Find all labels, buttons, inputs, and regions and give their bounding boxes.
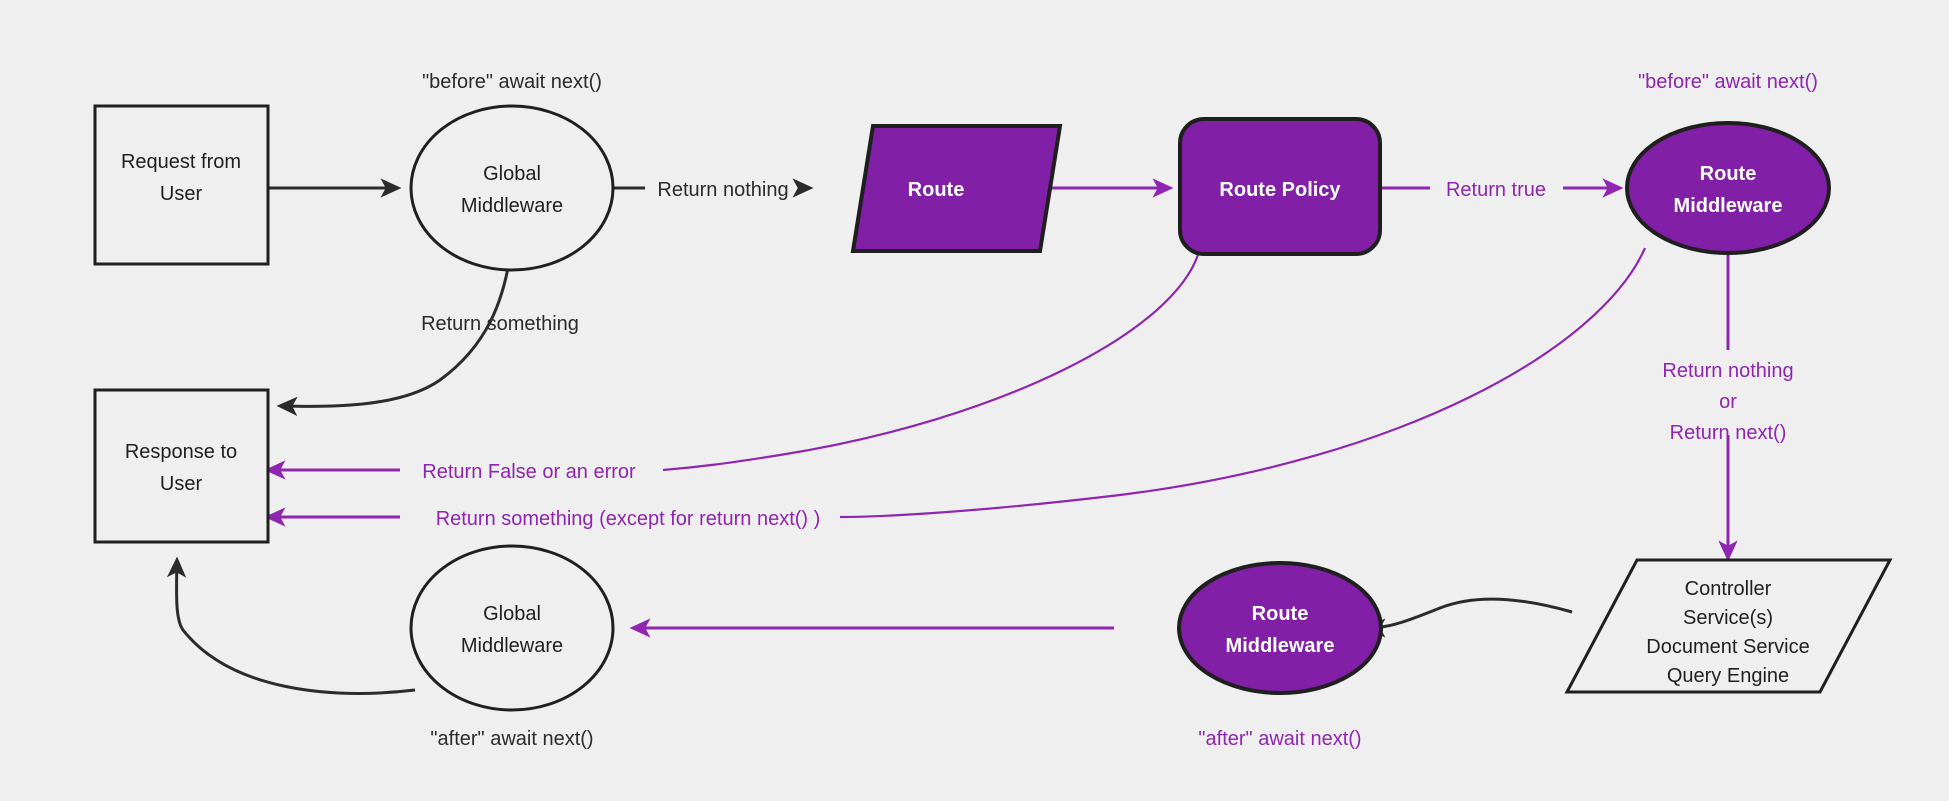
node-route-label: Route bbox=[908, 179, 965, 201]
node-response-to-user-line2: User bbox=[160, 473, 203, 495]
node-route-middleware-bottom[interactable]: Route Middleware bbox=[1177, 561, 1383, 695]
node-controller-stack[interactable]: Controller Service(s) Document Service Q… bbox=[1564, 558, 1893, 694]
node-request-from-user-line1: Request from bbox=[121, 151, 241, 173]
node-global-middleware-top-line1: Global bbox=[483, 163, 541, 185]
node-request-from-user-line2: User bbox=[160, 183, 203, 205]
edge-global-middleware-to-response bbox=[276, 256, 512, 416]
edge-label-return-false-or-error: Return False or an error bbox=[422, 461, 636, 483]
edge-controller-to-route-middleware-bottom bbox=[1364, 597, 1573, 638]
edge-label-return-nothing-or-line2: or bbox=[1719, 391, 1737, 413]
node-route-middleware-top-line2: Middleware bbox=[1674, 195, 1783, 217]
node-controller-stack-line3: Document Service bbox=[1646, 636, 1809, 658]
annotation-after-await-next-black: "after" await next() bbox=[430, 728, 593, 750]
node-route-middleware-top[interactable]: Route Middleware bbox=[1625, 121, 1831, 255]
edge-label-return-nothing-or-line1: Return nothing bbox=[1662, 360, 1793, 382]
node-global-middleware-bottom-line2: Middleware bbox=[461, 635, 563, 657]
node-global-middleware-bottom[interactable]: Global Middleware bbox=[409, 544, 615, 712]
edge-label-return-something-except: Return something (except for return next… bbox=[436, 508, 821, 530]
node-request-from-user[interactable]: Request from User bbox=[93, 104, 270, 266]
annotation-before-await-next-black: "before" await next() bbox=[422, 71, 602, 93]
edge-label-return-nothing: Return nothing bbox=[657, 179, 788, 201]
node-global-middleware-bottom-line1: Global bbox=[483, 603, 541, 625]
annotation-after-await-next-purple: "after" await next() bbox=[1198, 728, 1361, 750]
node-controller-stack-line2: Service(s) bbox=[1683, 607, 1773, 629]
node-route-policy[interactable]: Route Policy bbox=[1178, 117, 1382, 256]
edge-route-middleware-to-response-curve bbox=[839, 247, 1647, 519]
edge-label-return-true: Return true bbox=[1446, 179, 1546, 201]
node-response-to-user-line1: Response to bbox=[125, 441, 237, 463]
node-route[interactable]: Route bbox=[850, 124, 1063, 253]
node-route-middleware-bottom-line1: Route bbox=[1252, 603, 1309, 625]
node-controller-stack-line4: Query Engine bbox=[1667, 665, 1789, 687]
node-route-middleware-top-line1: Route bbox=[1700, 163, 1757, 185]
edge-global-middleware-bottom-to-response bbox=[166, 556, 416, 695]
node-controller-stack-line1: Controller bbox=[1685, 578, 1772, 600]
node-global-middleware-top[interactable]: Global Middleware bbox=[409, 104, 615, 272]
node-global-middleware-top-line2: Middleware bbox=[461, 195, 563, 217]
edge-route-policy-to-response-curve bbox=[662, 247, 1202, 472]
edge-label-return-nothing-or-line3: Return next() bbox=[1670, 422, 1787, 444]
node-response-to-user[interactable]: Response to User bbox=[93, 388, 270, 544]
node-route-middleware-bottom-line2: Middleware bbox=[1226, 635, 1335, 657]
node-route-policy-label: Route Policy bbox=[1219, 179, 1341, 201]
annotation-before-await-next-purple: "before" await next() bbox=[1638, 71, 1818, 93]
edge-label-return-something: Return something bbox=[421, 313, 579, 335]
